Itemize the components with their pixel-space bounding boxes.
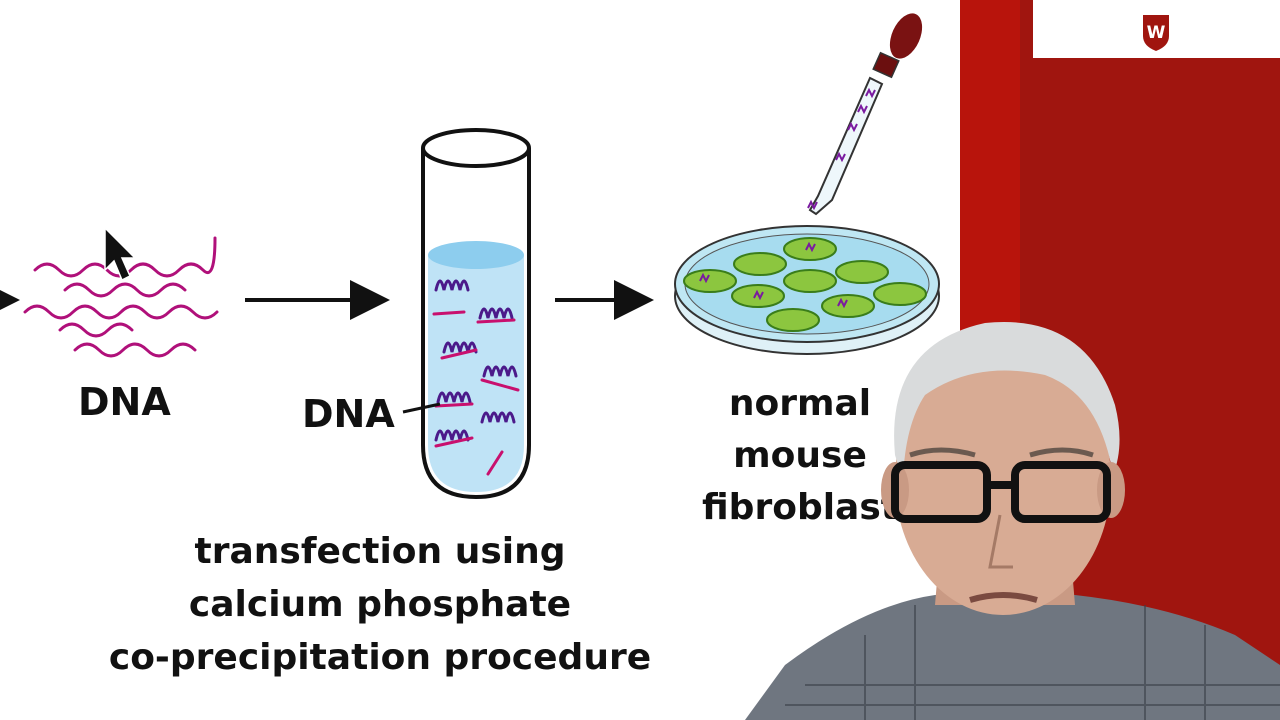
mouse-pointer-icon [104, 226, 137, 282]
caption-line-2: calcium phosphate [188, 584, 572, 625]
dna-precipitates [432, 279, 520, 476]
dna-pointer-line [402, 402, 441, 414]
cell-label-line-1: normal [728, 383, 872, 424]
logo-letter: W [1147, 23, 1166, 43]
caption-line-1: transfection using [194, 531, 566, 572]
caption-line-3: co-precipitation procedure [108, 637, 652, 678]
petri-dish-icon [674, 225, 940, 355]
cell-label-line-2: mouse [733, 435, 867, 476]
dna-tube-label: DNA [302, 392, 395, 436]
dna-strands [23, 236, 219, 358]
pipette-icon [807, 13, 923, 216]
fibroblast-cells [683, 237, 927, 332]
cell-type-label: normal mouse fibroblast [680, 378, 920, 534]
transfection-diagram [0, 13, 940, 500]
presenter-video [745, 322, 1280, 720]
cell-label-line-3: fibroblast [702, 487, 898, 528]
slide-caption: transfection using calcium phosphate co-… [60, 525, 700, 684]
university-shield-logo: W [1143, 15, 1169, 51]
dna-label: DNA [78, 380, 171, 424]
